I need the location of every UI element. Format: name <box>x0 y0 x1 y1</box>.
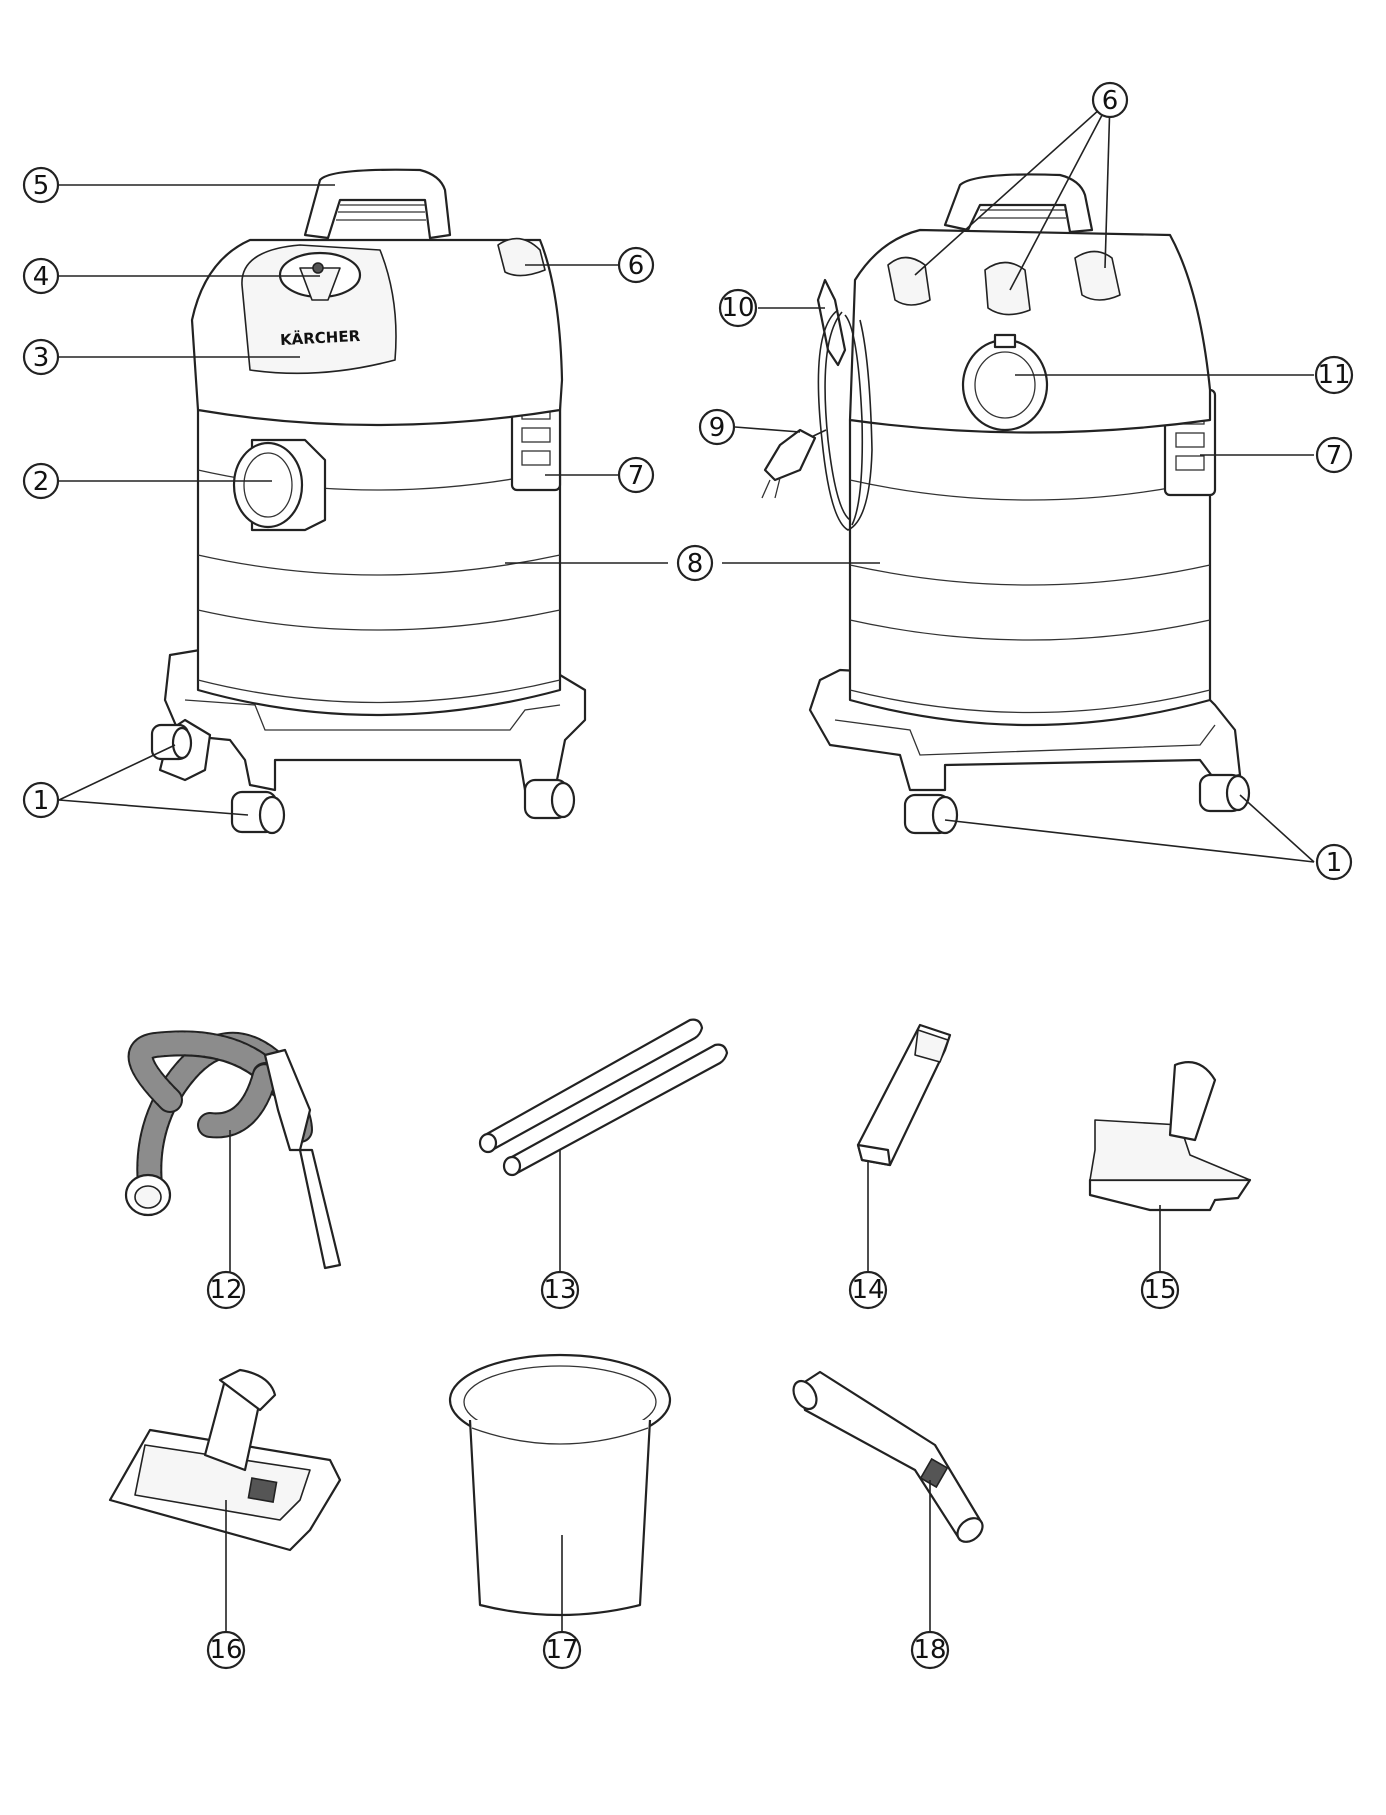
callout-3: 3 <box>22 338 60 376</box>
callout-11: 11 <box>1314 355 1354 395</box>
callout-13: 13 <box>540 1270 580 1310</box>
accessory-holder-3 <box>1074 250 1121 301</box>
suction-tubes <box>478 1018 729 1177</box>
svg-text:12: 12 <box>209 1275 242 1305</box>
accessory-holder-front <box>497 237 546 277</box>
callout-6-front: 6 <box>617 246 655 284</box>
callout-7-rear: 7 <box>1315 436 1353 474</box>
callout-17: 17 <box>542 1630 582 1670</box>
leader-lines <box>58 99 1315 1632</box>
svg-text:10: 10 <box>721 293 754 323</box>
callout-10: 10 <box>718 288 758 328</box>
caster-wheel-back-left <box>150 723 193 761</box>
caster-wheel-front-left <box>230 790 286 835</box>
caster-wheel-rear-left <box>903 793 959 835</box>
callout-2: 2 <box>22 462 60 500</box>
callout-5: 5 <box>22 166 60 204</box>
vacuum-front-view: KÄRCHER <box>150 168 587 835</box>
svg-text:3: 3 <box>33 343 50 373</box>
vacuum-rear-view <box>761 173 1251 835</box>
svg-text:15: 15 <box>1143 1275 1176 1305</box>
svg-text:1: 1 <box>1326 848 1343 878</box>
callout-15: 15 <box>1140 1270 1180 1310</box>
svg-text:18: 18 <box>913 1635 946 1665</box>
callout-1-rear: 1 <box>1315 843 1353 881</box>
callout-18: 18 <box>910 1630 950 1670</box>
callout-8: 8 <box>676 544 714 582</box>
svg-text:6: 6 <box>628 251 645 281</box>
suction-hose <box>124 1030 342 1270</box>
caster-wheel-front-right <box>523 778 576 820</box>
callout-14: 14 <box>848 1270 888 1310</box>
svg-text:9: 9 <box>709 413 726 443</box>
svg-text:17: 17 <box>545 1635 578 1665</box>
svg-text:5: 5 <box>33 171 50 201</box>
svg-text:4: 4 <box>33 262 50 292</box>
svg-text:11: 11 <box>1317 360 1350 390</box>
wet-dry-floor-nozzle <box>1088 1061 1252 1212</box>
adapter-elbow <box>792 1370 984 1543</box>
cable-hook <box>816 278 847 367</box>
callout-9: 9 <box>698 408 736 446</box>
filter-basket <box>448 1353 672 1617</box>
mains-plug <box>761 428 817 499</box>
accessory-holder-2 <box>984 261 1031 316</box>
svg-text:7: 7 <box>628 461 645 491</box>
callout-7-front: 7 <box>617 456 655 494</box>
accessory-holder-1 <box>887 256 931 306</box>
callout-4: 4 <box>22 257 60 295</box>
callout-12: 12 <box>206 1270 246 1310</box>
svg-text:16: 16 <box>209 1635 242 1665</box>
callout-6-rear: 6 <box>1091 81 1129 119</box>
floor-nozzle-with-switch <box>108 1368 342 1552</box>
carrying-handle <box>303 168 452 240</box>
callout-1-front: 1 <box>22 781 60 819</box>
caster-wheel-rear-right <box>1198 773 1251 813</box>
svg-text:13: 13 <box>543 1275 576 1305</box>
svg-text:6: 6 <box>1102 86 1119 116</box>
brand-logo-front: KÄRCHER <box>280 326 361 349</box>
svg-text:14: 14 <box>851 1275 884 1305</box>
blower-outlet <box>961 333 1049 432</box>
svg-text:7: 7 <box>1326 441 1343 471</box>
callout-16: 16 <box>206 1630 246 1670</box>
svg-text:2: 2 <box>33 467 50 497</box>
svg-text:8: 8 <box>687 549 704 579</box>
suction-inlet <box>232 438 327 532</box>
crevice-nozzle <box>856 1023 952 1167</box>
svg-text:1: 1 <box>33 786 50 816</box>
